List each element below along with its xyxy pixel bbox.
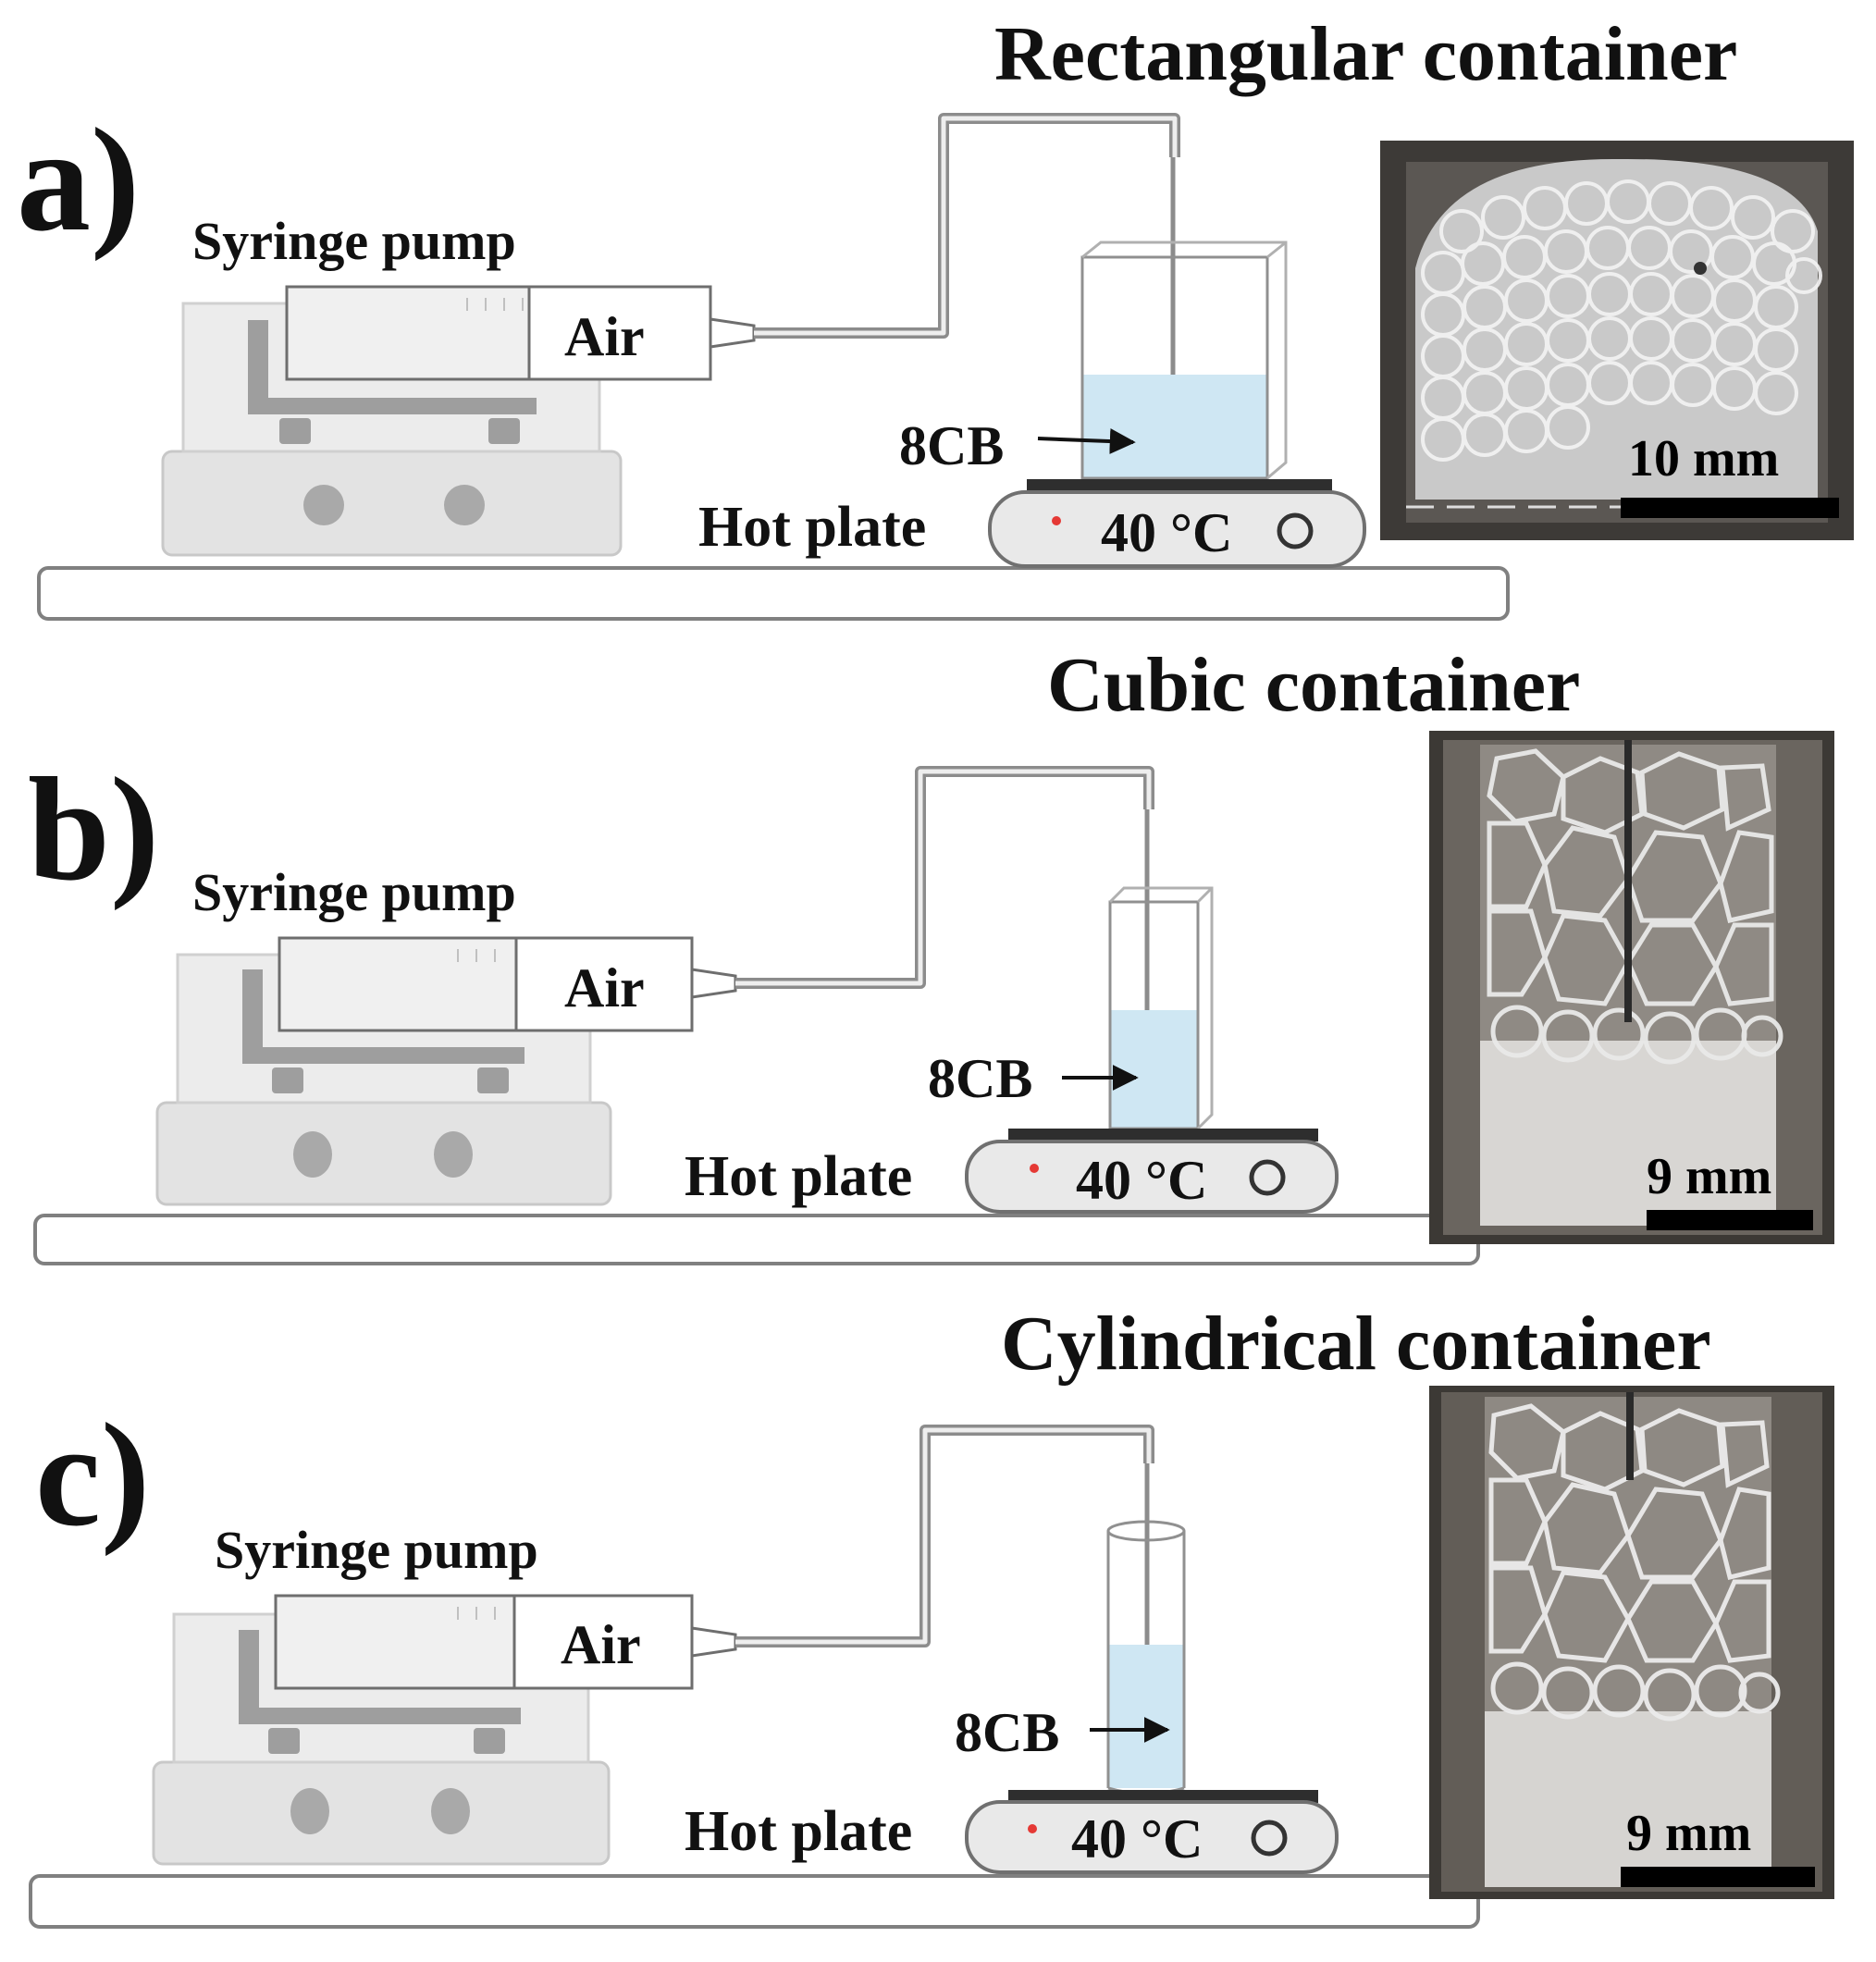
panel-letter: c): [35, 1392, 150, 1557]
dial-icon: [1277, 512, 1314, 549]
scale-bar-label: 9 mm: [1626, 1805, 1751, 1862]
dial-icon: [1251, 1820, 1288, 1857]
foam-photo: [1380, 141, 1854, 540]
hot-plate-label: Hot plate: [685, 1800, 912, 1863]
panel-letter: a): [17, 97, 140, 262]
rectangular-container: [1080, 241, 1288, 480]
pump-knob-icon: [303, 485, 344, 525]
temperature-readout: 40 °C: [1101, 502, 1232, 563]
lab-bench: [37, 566, 1510, 621]
air-tube: [735, 766, 1154, 989]
foam-photo: [1429, 731, 1834, 1244]
pointer-arrow: [1037, 428, 1136, 455]
syringe-pump: [152, 1594, 737, 1866]
scale-bar: [1621, 498, 1839, 518]
panel-letter: b): [28, 747, 159, 911]
panel-b: b) Cubic container Syringe pump Air: [28, 642, 1834, 1265]
air-tube: [754, 113, 1180, 339]
air-label: Air: [561, 1614, 641, 1675]
lab-bench: [29, 1874, 1480, 1929]
hot-plate-label: Hot plate: [685, 1145, 912, 1208]
hot-plate: [965, 1790, 1339, 1874]
material-label: 8CB: [955, 1702, 1059, 1763]
syringe-pump-label: Syringe pump: [192, 862, 516, 922]
indicator-light-icon: [1030, 1164, 1039, 1173]
pump-knob-icon: [293, 1131, 332, 1178]
scale-bar-label: 9 mm: [1647, 1148, 1771, 1205]
pump-knob-icon: [431, 1788, 470, 1834]
indicator-light-icon: [1028, 1824, 1037, 1833]
pump-knob-icon: [444, 485, 485, 525]
dial-icon: [1249, 1159, 1286, 1196]
panel-title: Cylindrical container: [1001, 1301, 1711, 1387]
scale-bar-label: 10 mm: [1628, 430, 1779, 487]
air-label: Air: [564, 957, 645, 1018]
scale-bar: [1647, 1210, 1813, 1230]
syringe-pump: [161, 285, 756, 557]
panel-a: a) Rectangular container Syringe pump Ai…: [17, 11, 1854, 621]
syringe-pump: [155, 936, 737, 1206]
temperature-readout: 40 °C: [1071, 1808, 1203, 1869]
material-label: 8CB: [899, 415, 1004, 476]
temperature-readout: 40 °C: [1076, 1150, 1207, 1211]
panel-title: Rectangular container: [994, 11, 1737, 97]
material-label: 8CB: [928, 1048, 1032, 1109]
panel-c: c) Cylindrical container Syringe pump Ai…: [29, 1301, 1834, 1929]
indicator-light-icon: [1052, 516, 1061, 525]
pump-knob-icon: [434, 1131, 473, 1178]
scale-bar: [1621, 1867, 1815, 1887]
air-tube: [735, 1425, 1154, 1647]
foam-photo: [1429, 1386, 1834, 1899]
panel-title: Cubic container: [1047, 642, 1580, 728]
syringe-pump-label: Syringe pump: [192, 211, 516, 271]
air-label: Air: [564, 306, 645, 367]
hot-plate: [965, 1129, 1339, 1214]
lab-bench: [33, 1214, 1480, 1265]
cubic-container: [1108, 886, 1214, 1130]
pump-knob-icon: [290, 1788, 329, 1834]
syringe-pump-label: Syringe pump: [215, 1520, 538, 1580]
hot-plate: [988, 479, 1366, 568]
hot-plate-label: Hot plate: [698, 496, 926, 559]
